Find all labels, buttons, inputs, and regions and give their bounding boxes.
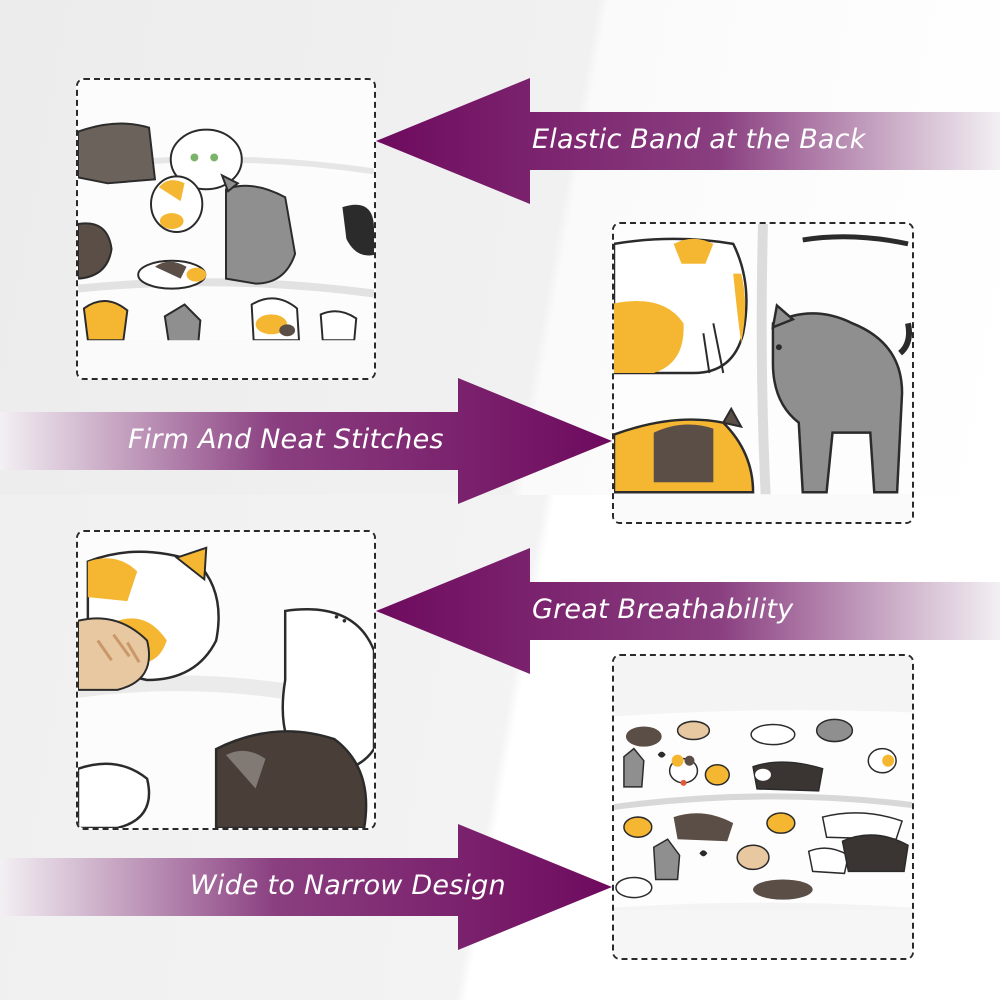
callout-label: Firm And Neat Stitches (128, 424, 444, 455)
callout-arrow-wide-narrow: Wide to Narrow Design (0, 824, 612, 950)
callout-label: Great Breathability (532, 594, 794, 625)
callout-arrow-stitches: Firm And Neat Stitches (0, 378, 612, 504)
callout-label: Wide to Narrow Design (190, 870, 506, 901)
callout-label: Elastic Band at the Back (532, 124, 866, 155)
photo-wide-narrow (612, 654, 914, 960)
callout-arrow-breathability: Great Breathability (376, 548, 1000, 674)
photo-breathability (76, 530, 376, 830)
callout-arrow-elastic-band: Elastic Band at the Back (376, 78, 1000, 204)
photo-elastic-band (76, 78, 376, 380)
photo-stitches (612, 222, 914, 524)
